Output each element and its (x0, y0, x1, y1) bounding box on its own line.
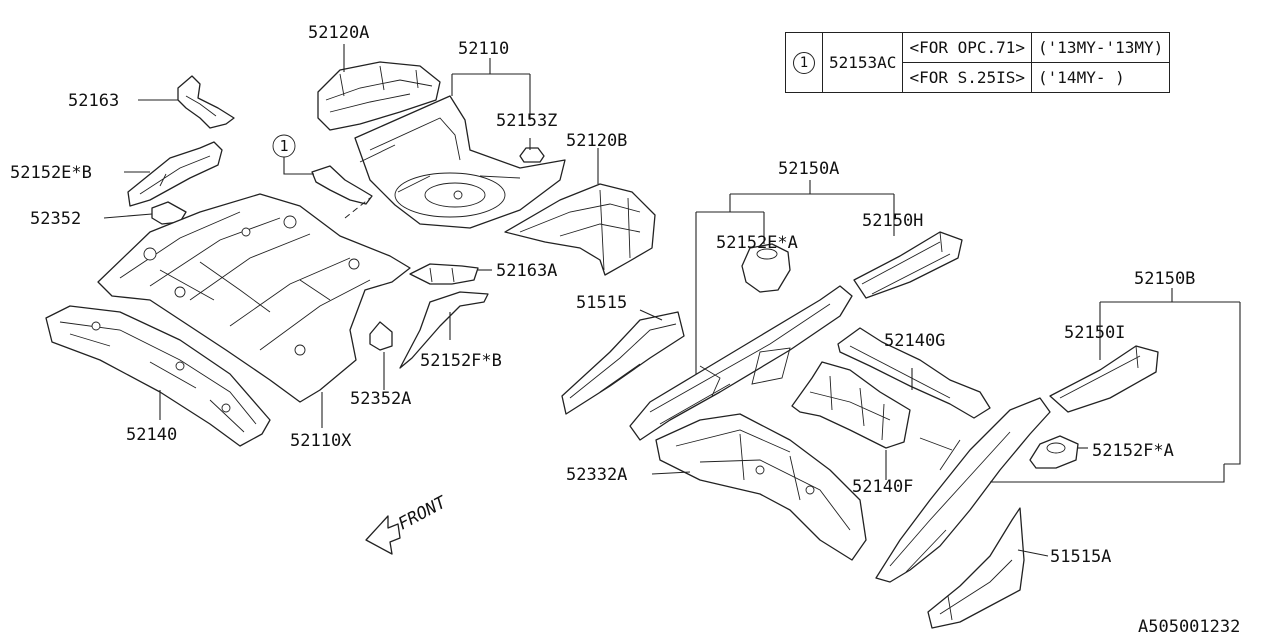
label-52110X: 52110X (290, 431, 352, 451)
part-labels: 52120A 52110 52163 52153Z 52120B 52152E*… (10, 23, 1240, 637)
label-52152FA: 52152F*A (1092, 441, 1174, 461)
leader-lines (103, 44, 1241, 557)
table-row: <FOR S.25IS> ('14MY- ) (786, 62, 1171, 93)
table-option-cell: <FOR S.25IS> (902, 62, 1033, 93)
part-52110X (97, 193, 411, 403)
part-52163 (177, 75, 235, 129)
part-52163A (409, 263, 479, 285)
part-callout-1 (311, 165, 373, 219)
label-52110: 52110 (458, 39, 509, 59)
part-52152FA (1029, 435, 1079, 469)
part-51515A (927, 507, 1025, 629)
label-52352A: 52352A (350, 389, 411, 409)
label-52352: 52352 (30, 209, 81, 229)
label-51515: 51515 (576, 293, 627, 313)
label-52150A: 52150A (778, 159, 839, 179)
part-52352A (369, 321, 393, 351)
label-52153Z: 52153Z (496, 111, 557, 131)
part-52152EB (127, 141, 223, 207)
label-52140G: 52140G (884, 331, 945, 351)
label-52152EB: 52152E*B (10, 163, 92, 183)
label-52150I: 52150I (1064, 323, 1125, 343)
part-52150I (1049, 345, 1159, 413)
front-arrow: FRONT (365, 492, 451, 555)
reference-table: 1 52153AC <FOR OPC.71> ('13MY-'13MY) <FO… (785, 32, 1171, 93)
part-52140F (791, 361, 911, 449)
table-years-cell: ('14MY- ) (1031, 62, 1171, 93)
table-part-cell: 52153AC (821, 32, 904, 93)
label-52140: 52140 (126, 425, 177, 445)
label-52140F: 52140F (852, 477, 913, 497)
front-label: FRONT (395, 492, 451, 535)
part-52120A (317, 61, 441, 131)
table-ref-mark: 1 (793, 51, 815, 74)
part-52332A (655, 413, 867, 561)
part-51515 (561, 311, 685, 415)
part-52150B (875, 397, 1051, 583)
part-52150A (629, 285, 853, 441)
table-row: 1 52153AC <FOR OPC.71> ('13MY-'13MY) (785, 32, 1171, 93)
callout-1-text: 1 (279, 137, 288, 155)
label-52163A: 52163A (496, 261, 557, 281)
table-option-cell: <FOR OPC.71> (902, 32, 1033, 63)
part-52120B (504, 183, 656, 276)
label-52120A: 52120A (308, 23, 369, 43)
label-52332A: 52332A (566, 465, 627, 485)
diagram-code: A505001232 (1138, 617, 1240, 637)
table-years-cell: ('13MY-'13MY) (1031, 32, 1171, 63)
part-52150H (853, 231, 963, 299)
table-ref-cell: 1 (785, 32, 823, 93)
part-52110 (354, 95, 566, 229)
part-52153Z (519, 147, 545, 163)
part-52140G (837, 327, 991, 419)
label-52152EA: 52152E*A (716, 233, 798, 253)
label-52150H: 52150H (862, 211, 923, 231)
label-52120B: 52120B (566, 131, 627, 151)
label-51515A: 51515A (1050, 547, 1111, 567)
callout-1: 1 (272, 134, 296, 158)
label-52152FB: 52152F*B (420, 351, 502, 371)
part-52140 (45, 305, 271, 447)
label-52150B: 52150B (1134, 269, 1195, 289)
label-52163: 52163 (68, 91, 119, 111)
part-52152EA (741, 243, 791, 293)
